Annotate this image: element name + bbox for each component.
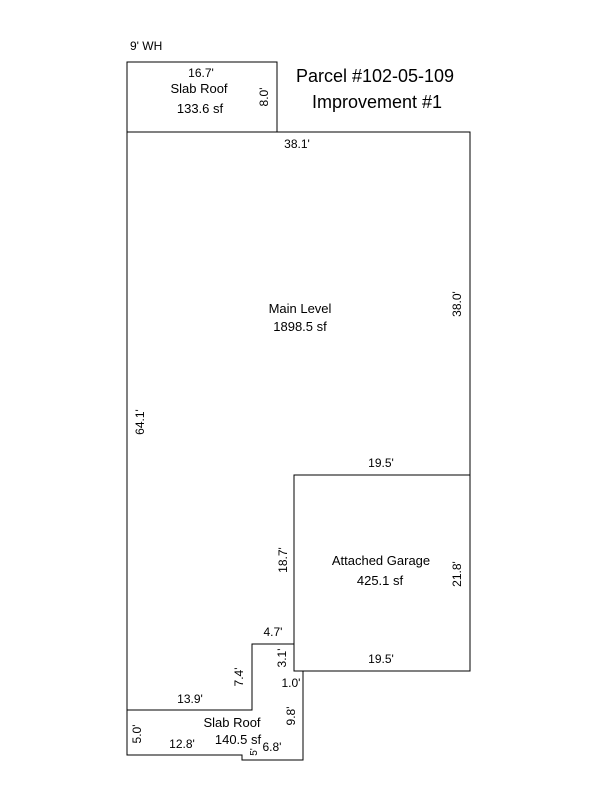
garage-top-label: 19.5' bbox=[368, 456, 394, 470]
garage-area: 425.1 sf bbox=[357, 573, 404, 588]
water-heater-note: 9' WH bbox=[130, 39, 162, 53]
inner-vertical-label: 7.4' bbox=[232, 668, 246, 687]
step-top-label: 4.7' bbox=[264, 625, 283, 639]
garage-bottom-label: 19.5' bbox=[368, 652, 394, 666]
inner-horizontal-label: 13.9' bbox=[177, 692, 203, 706]
main-right-label: 38.0' bbox=[450, 291, 464, 317]
main-level-area: 1898.5 sf bbox=[273, 319, 327, 334]
step-small-label: 1.0' bbox=[282, 676, 301, 690]
slab-bottom-width-label: 12.8' bbox=[169, 737, 195, 751]
slab-top-area: 133.6 sf bbox=[177, 101, 224, 116]
slab-bottom-base-label: 6.8' bbox=[263, 740, 282, 754]
slab-bottom-area: 140.5 sf bbox=[215, 732, 262, 747]
main-level-step-outline bbox=[127, 643, 294, 711]
slab-top-name: Slab Roof bbox=[170, 81, 227, 96]
main-level-outline bbox=[127, 131, 471, 475]
garage-left-label: 18.7' bbox=[276, 547, 290, 573]
slab-top-height-label: 8.0' bbox=[257, 88, 271, 107]
improvement-title: Improvement #1 bbox=[312, 92, 442, 112]
slab-top-width-label: 16.7' bbox=[188, 66, 214, 80]
slab-roof-bottom-outline bbox=[126, 671, 304, 761]
main-left-label: 64.1' bbox=[133, 409, 147, 435]
main-top-label: 38.1' bbox=[284, 137, 310, 151]
slab-bottom-small-label: 5' bbox=[249, 748, 260, 756]
slab-bottom-right-label: 9.8' bbox=[284, 707, 298, 726]
garage-right-label: 21.8' bbox=[450, 561, 464, 587]
garage-name: Attached Garage bbox=[332, 553, 430, 568]
garage-outline bbox=[293, 474, 471, 672]
parcel-title: Parcel #102-05-109 bbox=[296, 66, 454, 86]
slab-bottom-left-label: 5.0' bbox=[130, 725, 144, 744]
slab-bottom-name: Slab Roof bbox=[203, 715, 260, 730]
main-level-name: Main Level bbox=[269, 301, 332, 316]
step-side-label: 3.1' bbox=[275, 649, 289, 668]
